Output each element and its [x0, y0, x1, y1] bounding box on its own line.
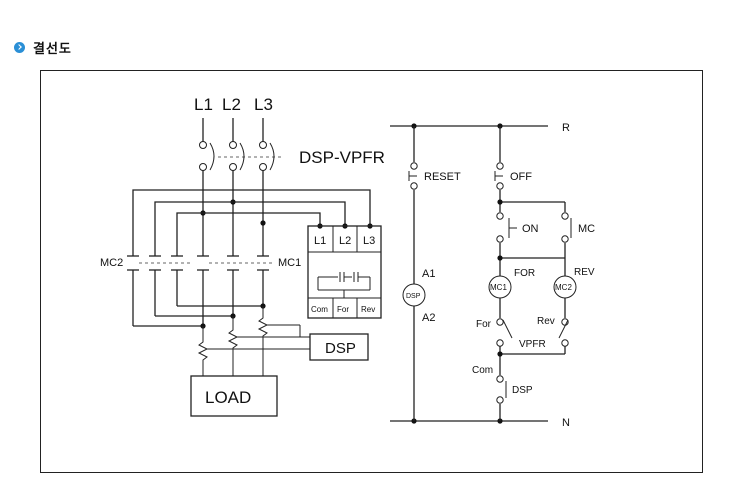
a1-label: A1 — [422, 268, 435, 280]
mc2-coil-label: MC2 — [555, 283, 572, 292]
n-label: N — [562, 417, 570, 429]
on-button — [496, 212, 517, 243]
a2-label: A2 — [422, 312, 435, 324]
dsp-contact — [496, 375, 507, 404]
mc-label: MC — [578, 223, 595, 235]
reset-label: RESET — [424, 171, 461, 183]
main-breaker — [199, 118, 282, 244]
off-label: OFF — [510, 171, 532, 183]
dsp-box — [309, 333, 369, 361]
diagram-frame — [40, 70, 703, 473]
controller-terminal-l1: L1 — [314, 235, 326, 247]
line-label-l1: L1 — [194, 95, 213, 114]
r-label: R — [562, 122, 570, 134]
load-box — [190, 375, 278, 417]
mc1-label: MC1 — [278, 257, 301, 269]
overload-relays — [197, 306, 269, 376]
mc1-coil-label: MC1 — [490, 283, 507, 292]
for-contact — [496, 318, 504, 326]
device-name: DSP-VPFR — [299, 148, 385, 167]
bullet-arrow-icon — [14, 42, 25, 53]
rev-coil-label: REV — [574, 267, 595, 278]
controller-block — [307, 225, 382, 319]
off-button — [494, 162, 504, 190]
mc1-contacts — [197, 244, 275, 326]
load-box-label: LOAD — [205, 388, 251, 407]
line-label-l2: L2 — [222, 95, 241, 114]
line-label-l3: L3 — [254, 95, 273, 114]
mc-hold-contact — [561, 202, 572, 258]
dsp-box-label: DSP — [325, 340, 356, 357]
controller-terminal-for: For — [337, 305, 349, 314]
rev-contact-label: Rev — [537, 316, 555, 327]
dsp-contact-label: DSP — [512, 385, 533, 396]
for-coil-label: FOR — [514, 268, 535, 279]
controller-terminal-com: Com — [311, 305, 328, 314]
section-header: 결선도 — [14, 38, 72, 57]
controller-terminal-l2: L2 — [339, 235, 351, 247]
vpfr-label: VPFR — [519, 339, 546, 350]
dsp-coil-label: DSP — [406, 293, 421, 300]
reset-button — [408, 162, 418, 190]
on-label: ON — [522, 223, 539, 235]
controller-terminal-rev: Rev — [361, 305, 375, 314]
mc2-contacts — [127, 244, 190, 326]
for-contact-label: For — [476, 319, 492, 330]
mc2-label: MC2 — [100, 257, 123, 269]
section-title: 결선도 — [33, 42, 72, 57]
com-label: Com — [472, 365, 493, 376]
controller-terminal-l3: L3 — [363, 235, 375, 247]
